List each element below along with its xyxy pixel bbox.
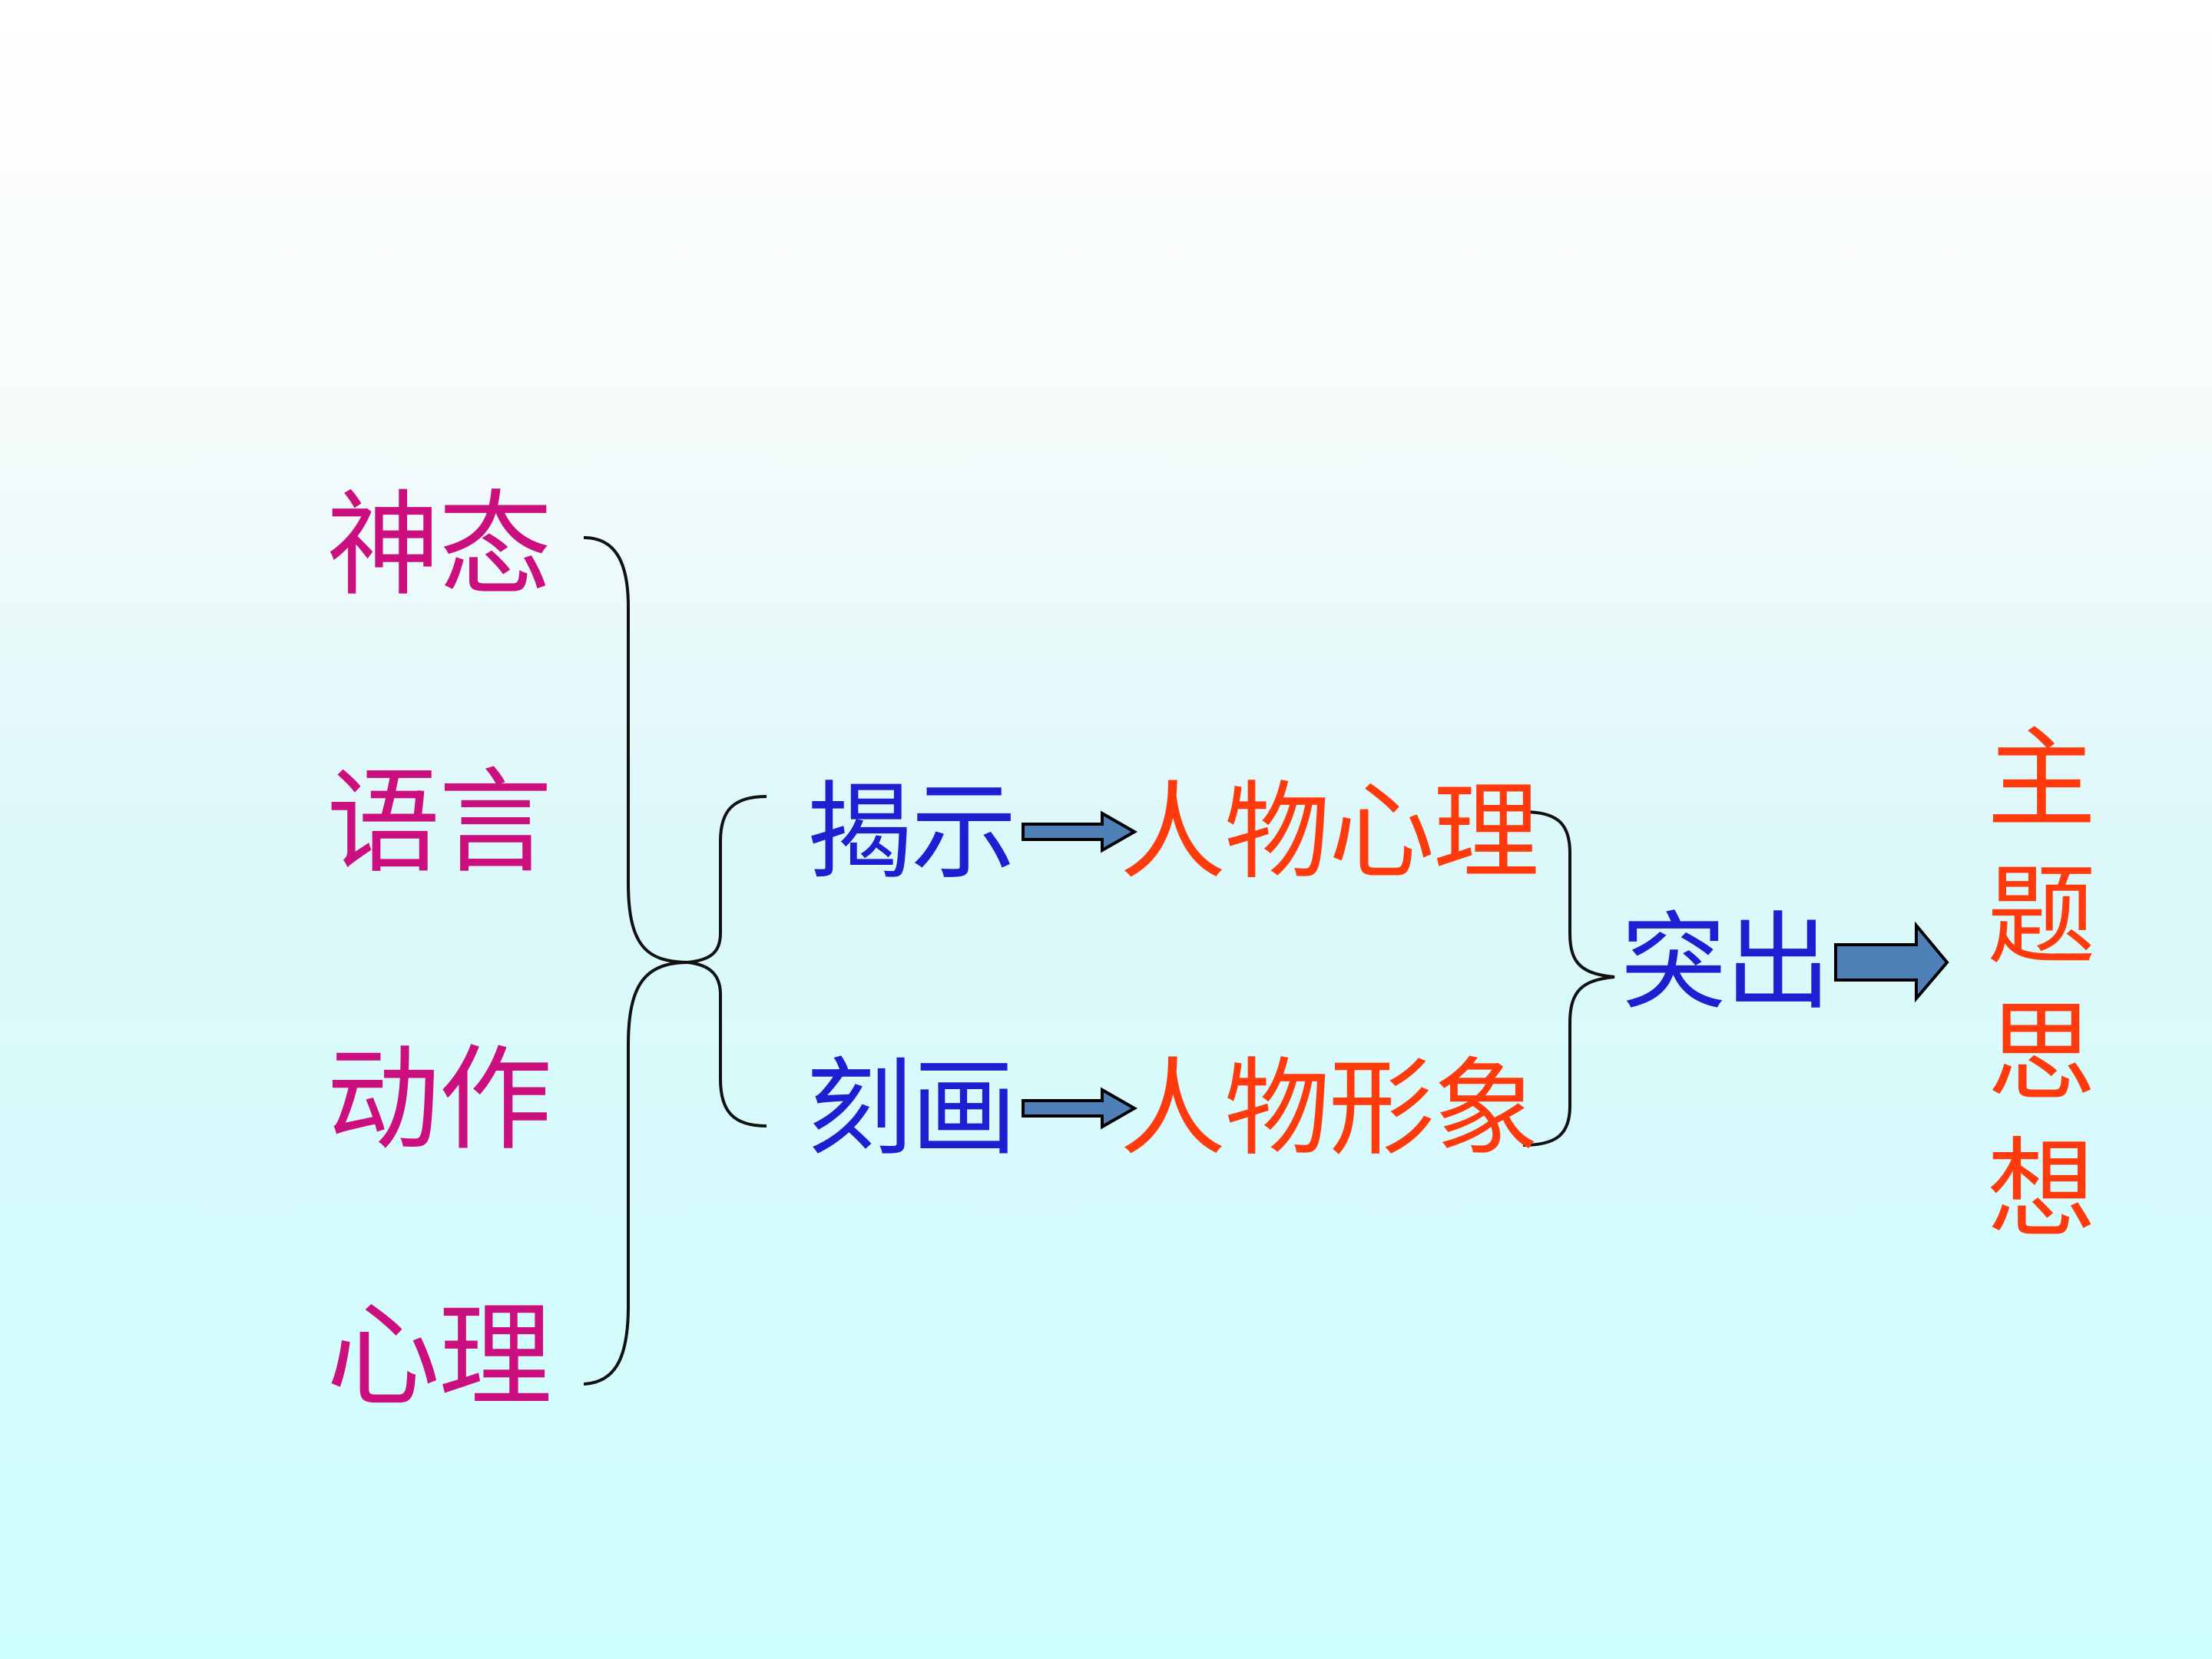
method-expression: 神态 bbox=[326, 479, 552, 611]
method-language: 语言 bbox=[326, 757, 552, 889]
theme-title: 主 题 思 想 bbox=[1984, 726, 2099, 1273]
portray-arrow-icon bbox=[1022, 1087, 1138, 1130]
highlight-verb: 突出 bbox=[1621, 901, 1831, 1025]
portray-object: 人物形象 bbox=[1120, 1047, 1539, 1171]
reveal-arrow-icon bbox=[1022, 810, 1138, 853]
theme-char-1: 主 bbox=[1987, 717, 2096, 843]
theme-char-3: 思 bbox=[1987, 990, 2096, 1117]
method-psychology: 心理 bbox=[326, 1290, 552, 1422]
methods-brace bbox=[583, 536, 688, 1386]
reveal-verb: 揭示 bbox=[806, 770, 1017, 894]
theme-char-2: 题 bbox=[1987, 853, 2096, 980]
results-brace bbox=[1522, 810, 1615, 1147]
reveal-object: 人物心理 bbox=[1120, 770, 1539, 894]
highlight-arrow-icon bbox=[1834, 921, 1949, 1003]
portray-verb: 刻画 bbox=[806, 1047, 1017, 1171]
effects-brace bbox=[687, 795, 767, 1128]
theme-char-4: 想 bbox=[1987, 1127, 2096, 1253]
method-action: 动作 bbox=[326, 1034, 552, 1166]
